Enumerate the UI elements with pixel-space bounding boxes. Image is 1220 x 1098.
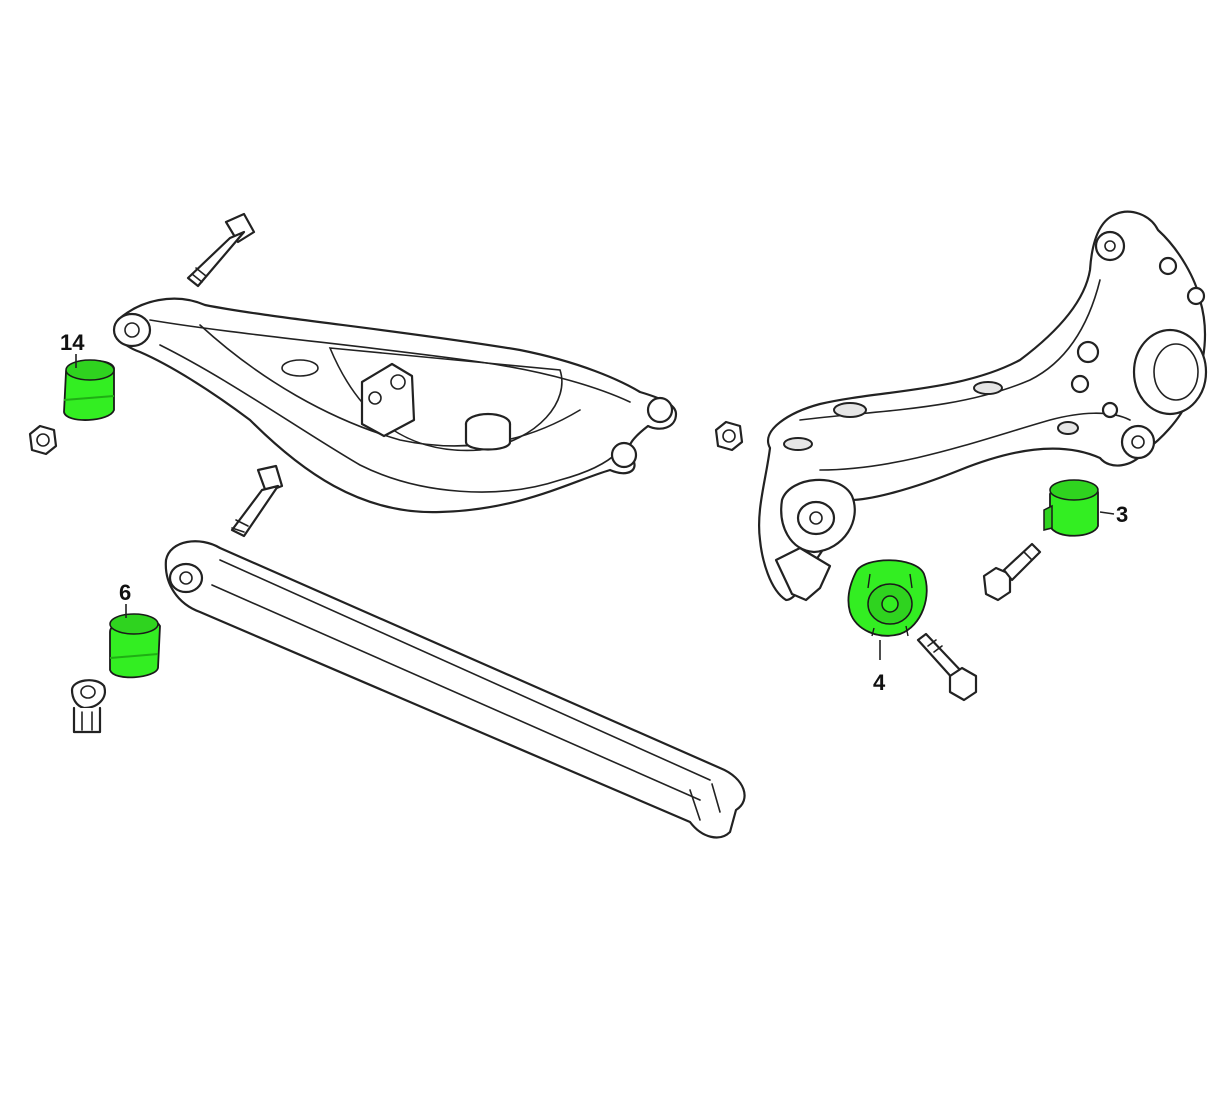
arm-front-eye [780,478,856,554]
carrier-lower-eye [1120,424,1156,460]
wheel-carrier-arm [758,210,1208,602]
arm-outer-eye-upper [646,396,674,424]
callout-6: 6 [119,580,131,605]
upper-arm-bolt [186,212,256,288]
link-inner-eye [168,562,204,594]
leader-3 [1099,511,1115,515]
wheel-hub [1132,328,1208,416]
arm-inner-eye [112,312,152,348]
link-bolt [230,464,284,538]
bolt-3 [982,542,1042,602]
nut-14 [28,424,58,456]
trailing-link [164,540,746,839]
bushing-14 [63,359,115,421]
bolt-4 [916,632,978,702]
cam-nut-6 [70,679,106,734]
upper-control-arm [112,297,678,514]
upper-mount-eye [1094,230,1126,262]
bushing-3 [1043,479,1099,537]
bushing-4 [847,559,928,637]
spring-seat [464,412,512,451]
callout-4: 4 [873,670,886,695]
arm-outer-eye-lower [610,441,638,469]
callout-3: 3 [1116,502,1128,527]
callout-14: 14 [60,330,85,355]
carrier-nut [714,420,744,452]
spring-bracket [360,362,416,438]
bushing-6 [109,613,161,679]
